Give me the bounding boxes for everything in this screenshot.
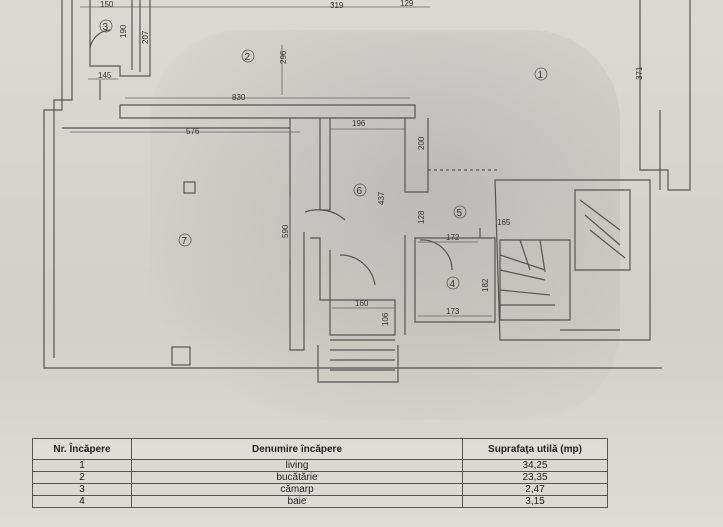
walls <box>43 0 691 383</box>
dim-296: 296 <box>279 50 288 64</box>
table-row: 1 living 34,25 <box>32 459 608 472</box>
cell-name: bucătărie <box>131 471 463 484</box>
stair-outline <box>494 179 651 341</box>
cell-area: 23,35 <box>462 471 608 484</box>
cell-area: 3,15 <box>462 495 608 508</box>
table-row: 4 baie 3,15 <box>32 495 608 508</box>
cell-name: cămarp <box>131 483 463 496</box>
header-room-name: Denumire încăpere <box>131 438 463 460</box>
cell-nr: 4 <box>32 495 132 508</box>
outer-wall-left-inner <box>53 0 73 358</box>
dim-196: 196 <box>352 119 366 128</box>
header-room-number: Nr. Încăpere <box>32 438 132 460</box>
header-usable-area: Suprafaţa utilă (mp) <box>462 438 608 460</box>
table-header-row: Nr. Încăpere Denumire încăpere Suprafaţa… <box>32 438 608 460</box>
room-label-6: 6 <box>357 186 363 197</box>
cell-nr: 3 <box>32 483 132 496</box>
dim-437: 437 <box>377 191 386 205</box>
room-label-1: 1 <box>538 70 544 81</box>
table-row: 3 cămarp 2,47 <box>32 483 608 496</box>
dim-150: 150 <box>100 0 114 9</box>
bathroom-walls <box>414 237 496 323</box>
corridor-wall <box>119 104 416 119</box>
dim-172: 172 <box>446 233 460 242</box>
room-label-4: 4 <box>450 279 456 290</box>
cell-area: 34,25 <box>462 459 608 472</box>
table-row: 2 bucătărie 23,35 <box>32 471 608 484</box>
dim-106: 106 <box>381 312 390 326</box>
dim-319: 319 <box>330 1 344 10</box>
dim-165: 165 <box>497 218 511 227</box>
room-area-table: Nr. Încăpere Denumire încăpere Suprafaţa… <box>32 438 608 508</box>
outer-wall-left <box>43 0 662 369</box>
dimension-lines <box>70 6 492 317</box>
pantry-walls <box>89 0 151 77</box>
dim-830: 830 <box>232 93 246 102</box>
dim-371: 371 <box>635 66 644 80</box>
cell-nr: 2 <box>32 471 132 484</box>
dim-173: 173 <box>446 307 460 316</box>
dim-129: 129 <box>400 0 414 8</box>
cell-name: baie <box>131 495 463 508</box>
dim-160: 160 <box>355 299 369 308</box>
dim-182: 182 <box>481 278 490 292</box>
outer-wall-right <box>639 0 691 191</box>
room-label-5: 5 <box>457 208 463 219</box>
dim-576: 576 <box>186 127 200 136</box>
glare-shadow <box>150 30 620 420</box>
dim-200: 200 <box>417 136 426 150</box>
room-label-3: 3 <box>103 22 109 33</box>
room-label-2: 2 <box>245 52 251 63</box>
wall-column <box>404 118 429 193</box>
cell-name: living <box>131 459 463 472</box>
dim-145: 145 <box>98 71 112 80</box>
cell-area: 2,47 <box>462 483 608 496</box>
dim-128: 128 <box>417 210 426 224</box>
cell-nr: 1 <box>32 459 132 472</box>
room-label-7: 7 <box>182 236 188 247</box>
dim-590: 590 <box>281 224 290 238</box>
room-labels: 1 2 3 4 5 6 7 <box>99 19 548 290</box>
dim-207: 207 <box>141 30 150 44</box>
dim-190: 190 <box>119 24 128 38</box>
